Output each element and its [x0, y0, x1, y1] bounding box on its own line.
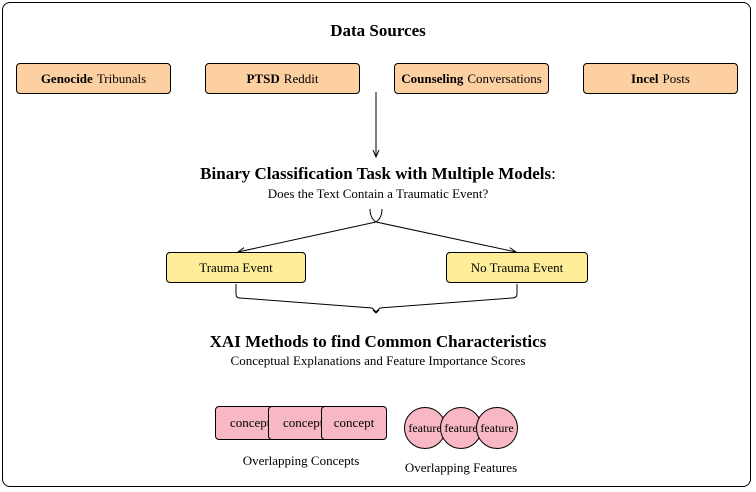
source-label: Tribunals [96, 70, 147, 86]
classification-subtitle: Does the Text Contain a Traumatic Event? [267, 186, 489, 201]
source-bold-label: Incel [631, 70, 659, 86]
classification-title: Binary Classification Task with Multiple… [0, 164, 756, 184]
source-label: Conversations [467, 70, 542, 86]
feature-circle: feature [476, 407, 518, 449]
features-caption: Overlapping Features [404, 460, 518, 475]
arrow-to-trauma [238, 221, 377, 252]
xai-subtitle: Conceptual Explanations and Feature Impo… [230, 353, 526, 368]
concepts-caption: Overlapping Concepts [242, 453, 360, 468]
source-genocide-tribunals: Genocide Tribunals [16, 63, 171, 94]
source-ptsd-reddit: PTSD Reddit [205, 63, 360, 94]
source-label: Reddit [283, 70, 319, 86]
classification-title-colon: : [551, 164, 556, 183]
source-bold-label: Genocide [40, 70, 93, 86]
source-bold-label: Counseling [401, 70, 464, 86]
source-incel-posts: Incel Posts [583, 63, 738, 94]
classification-title-text: Binary Classification Task with Multiple… [200, 164, 552, 183]
source-bold-label: PTSD [246, 70, 280, 86]
source-label: Posts [662, 70, 690, 86]
concept-box: concept [321, 406, 387, 440]
merge-tick [372, 309, 380, 314]
data-sources-title: Data Sources [330, 21, 426, 40]
xai-title: XAI Methods to find Common Characteristi… [209, 332, 547, 351]
task-brace [369, 208, 383, 223]
source-counseling-conversations: Counseling Conversations [394, 63, 549, 94]
arrow-to-no-trauma [375, 221, 516, 252]
diagram-frame [2, 2, 751, 487]
class-no-trauma-event: No Trauma Event [446, 252, 588, 283]
merge-bracket [235, 284, 518, 313]
class-trauma-event: Trauma Event [166, 252, 306, 283]
